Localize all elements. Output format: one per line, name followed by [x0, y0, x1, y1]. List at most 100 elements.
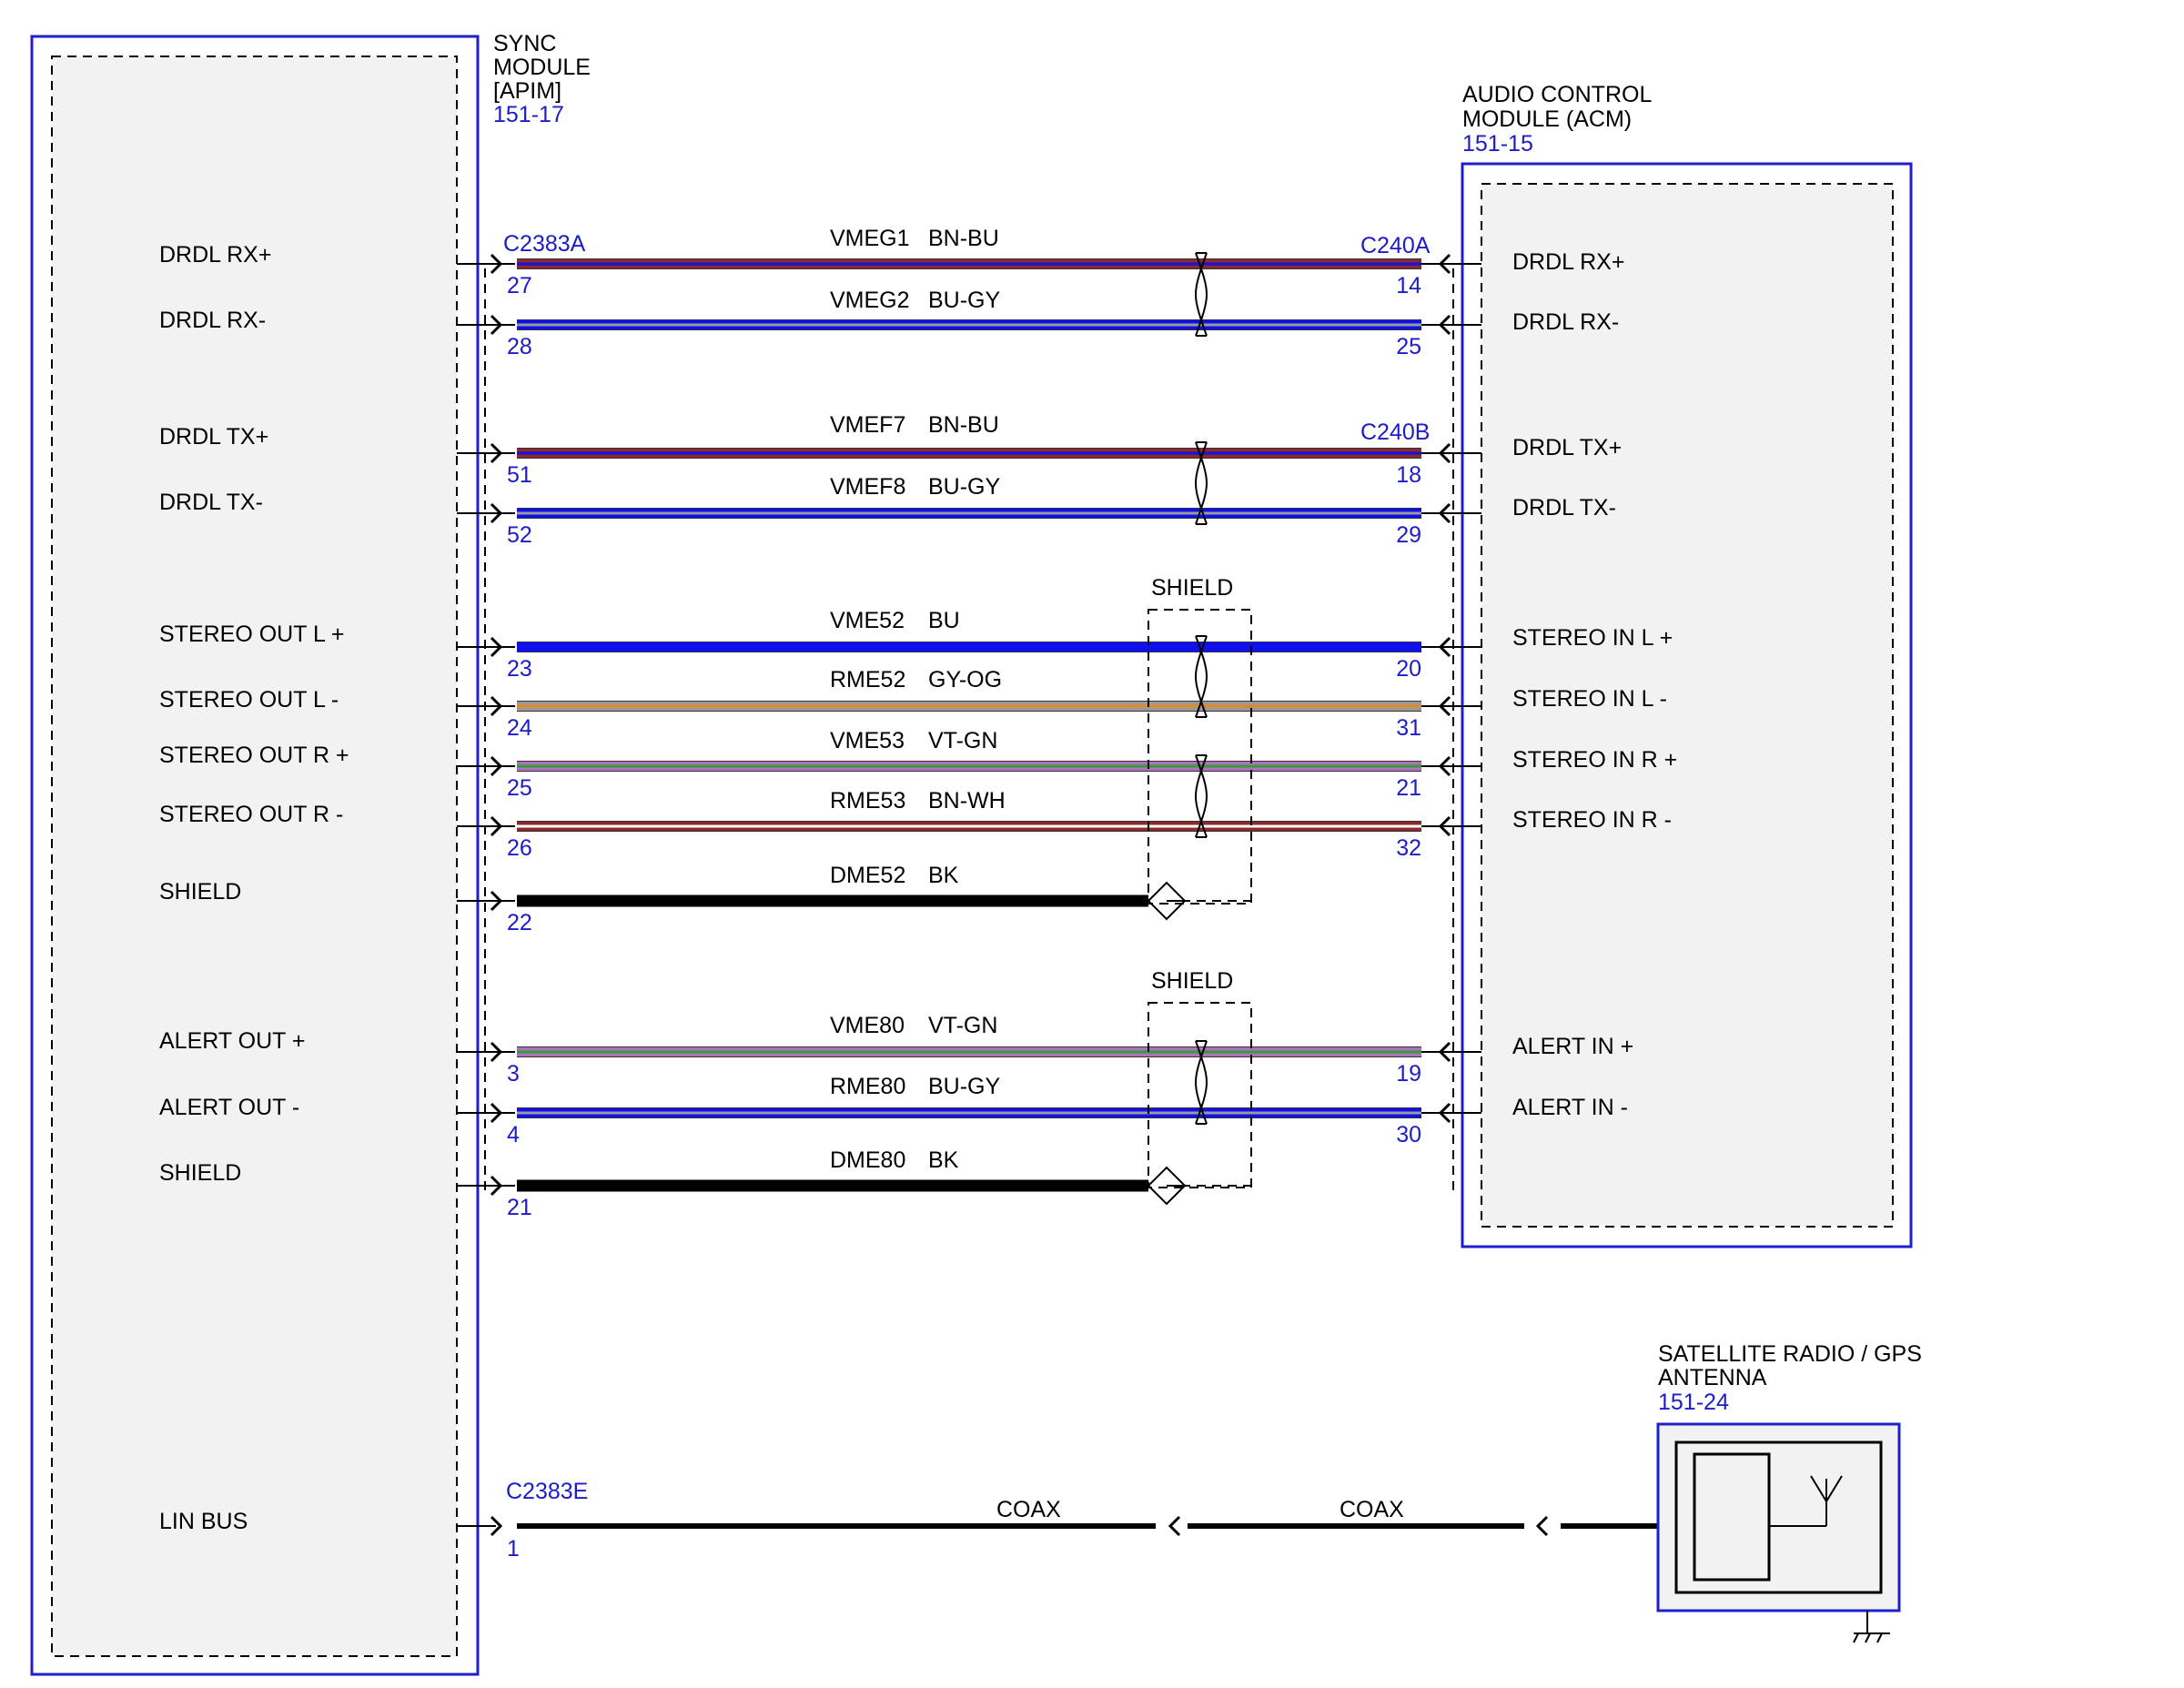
left-pin-label-4: STEREO OUT L + — [159, 622, 345, 647]
circuit-color-3: BU-GY — [928, 474, 1001, 500]
right-connector-icon-2 — [1438, 442, 1451, 464]
circuit-color-1: BU-GY — [928, 288, 1001, 313]
left-pin-label-5: STEREO OUT L - — [159, 687, 339, 713]
right-pin-label-6: STEREO IN R + — [1512, 747, 1677, 773]
antenna-ref: 151-24 — [1658, 1390, 1729, 1415]
shield-2-box — [1148, 1002, 1252, 1188]
antenna-module: SATELLITE RADIO / GPS ANTENNA 151-24 — [1656, 1341, 1922, 1643]
sync-module: SYNC MODULE [APIM] 151-17 — [30, 31, 591, 1676]
circuit-id-9: VME80 — [830, 1013, 905, 1038]
right-pin-label-10: ALERT IN - — [1512, 1095, 1628, 1120]
circuit-id-6: VME53 — [830, 728, 905, 753]
twist-marker-2 — [1195, 635, 1208, 718]
circuit-color-5: GY-OG — [928, 667, 1002, 692]
left-pin-label-10: ALERT OUT - — [159, 1095, 299, 1120]
twisted-pair-markers — [1195, 252, 1208, 1125]
right-connector-icon-7 — [1438, 815, 1451, 837]
left-pin-4: 23 — [507, 656, 532, 682]
coax-label-2: COAX — [1340, 1497, 1404, 1522]
sync-module-title-2: MODULE — [493, 55, 591, 80]
antenna-unit — [1693, 1452, 1771, 1582]
circuit-color-2: BN-BU — [928, 412, 999, 438]
left-pin-7: 26 — [507, 835, 532, 861]
shield-1-label: SHIELD — [1151, 575, 1233, 601]
right-pin-label-9: ALERT IN + — [1512, 1034, 1633, 1059]
right-pin-5: 31 — [1396, 715, 1421, 741]
right-connector-icon-9 — [1438, 1041, 1451, 1063]
circuit-id-5: RME52 — [830, 667, 905, 692]
connector-c2383a: C2383A — [503, 231, 586, 257]
coax-connector-2-icon — [1535, 1515, 1549, 1537]
left-pin-label-2: DRDL TX+ — [159, 424, 268, 450]
circuit-id-8: DME52 — [830, 863, 905, 888]
acm-module-panel — [1481, 183, 1894, 1228]
circuit-id-3: VMEF8 — [830, 474, 905, 500]
circuit-color-11: BK — [928, 1147, 959, 1173]
acm-module-ref: 151-15 — [1462, 131, 1533, 157]
left-pin-label-0: DRDL RX+ — [159, 242, 271, 268]
lin-bus-row: LIN BUS 1 COAX COAX — [159, 1497, 1658, 1562]
right-connector-icon-0 — [1438, 253, 1451, 275]
twist-marker-1 — [1195, 441, 1208, 525]
circuit-id-2: VMEF7 — [830, 412, 905, 438]
right-pin-label-1: DRDL RX- — [1512, 309, 1619, 335]
circuit-id-7: RME53 — [830, 788, 905, 814]
acm-module-title-1: AUDIO CONTROL — [1462, 82, 1652, 107]
left-pin-label-1: DRDL RX- — [159, 308, 266, 333]
antenna-inner — [1674, 1440, 1883, 1594]
connector-enclosure — [484, 268, 1454, 1197]
left-pin-9: 3 — [507, 1061, 520, 1087]
circuit-id-10: RME80 — [830, 1074, 905, 1099]
right-pin-6: 21 — [1396, 775, 1421, 801]
sync-module-outline — [30, 35, 480, 1676]
left-pin-3: 52 — [507, 522, 532, 548]
right-connector-icon-6 — [1438, 755, 1451, 777]
right-connector-icon-3 — [1438, 502, 1451, 524]
circuit-color-10: BU-GY — [928, 1074, 1001, 1099]
left-pin-10: 4 — [507, 1122, 520, 1147]
circuit-color-7: BN-WH — [928, 788, 1006, 814]
circuit-color-6: VT-GN — [928, 728, 997, 753]
sync-module-title-3: [APIM] — [493, 78, 561, 104]
shield-1-box — [1148, 609, 1252, 905]
lin-bus-arrow-icon — [490, 1515, 503, 1537]
left-pin-label-3: DRDL TX- — [159, 490, 263, 515]
right-connector-icon-10 — [1438, 1102, 1451, 1124]
connector-c240b: C240B — [1360, 419, 1430, 445]
right-pin-7: 32 — [1396, 835, 1421, 861]
right-pin-label-3: DRDL TX- — [1512, 495, 1616, 521]
right-connector-icon-1 — [1438, 314, 1451, 336]
connector-c240a: C240A — [1360, 233, 1431, 258]
shield-2: SHIELD — [1148, 968, 1252, 1188]
antenna-icon — [1810, 1475, 1843, 1526]
left-pin-11: 21 — [507, 1195, 532, 1220]
sync-module-ref: 151-17 — [493, 102, 564, 127]
left-pin-2: 51 — [507, 462, 532, 488]
twist-marker-0 — [1195, 252, 1208, 337]
lin-bus-label: LIN BUS — [159, 1509, 248, 1534]
left-pin-label-11: SHIELD — [159, 1160, 241, 1186]
right-pin-label-2: DRDL TX+ — [1512, 435, 1622, 460]
left-pin-label-6: STEREO OUT R + — [159, 743, 349, 768]
circuit-id-4: VME52 — [830, 608, 905, 633]
right-connector-icon-4 — [1438, 636, 1451, 658]
right-pin-1: 25 — [1396, 334, 1421, 359]
antenna-title-2: ANTENNA — [1658, 1365, 1767, 1390]
right-pin-label-5: STEREO IN L - — [1512, 686, 1667, 712]
antenna-title-1: SATELLITE RADIO / GPS — [1658, 1341, 1922, 1367]
lin-bus-pin: 1 — [507, 1536, 520, 1562]
right-pin-label-0: DRDL RX+ — [1512, 249, 1624, 275]
coax-label-1: COAX — [996, 1497, 1061, 1522]
right-pin-0: 14 — [1396, 273, 1421, 298]
sync-module-title-1: SYNC — [493, 31, 556, 56]
circuit-color-9: VT-GN — [928, 1013, 997, 1038]
circuit-id-0: VMEG1 — [830, 226, 910, 251]
circuit-color-4: BU — [928, 608, 960, 633]
circuit-id-1: VMEG2 — [830, 288, 910, 313]
coax-connector-1-icon — [1168, 1515, 1181, 1537]
left-pin-label-9: ALERT OUT + — [159, 1028, 306, 1054]
left-pin-0: 27 — [507, 273, 532, 298]
shield-2-label: SHIELD — [1151, 968, 1233, 994]
left-pin-8: 22 — [507, 910, 532, 935]
